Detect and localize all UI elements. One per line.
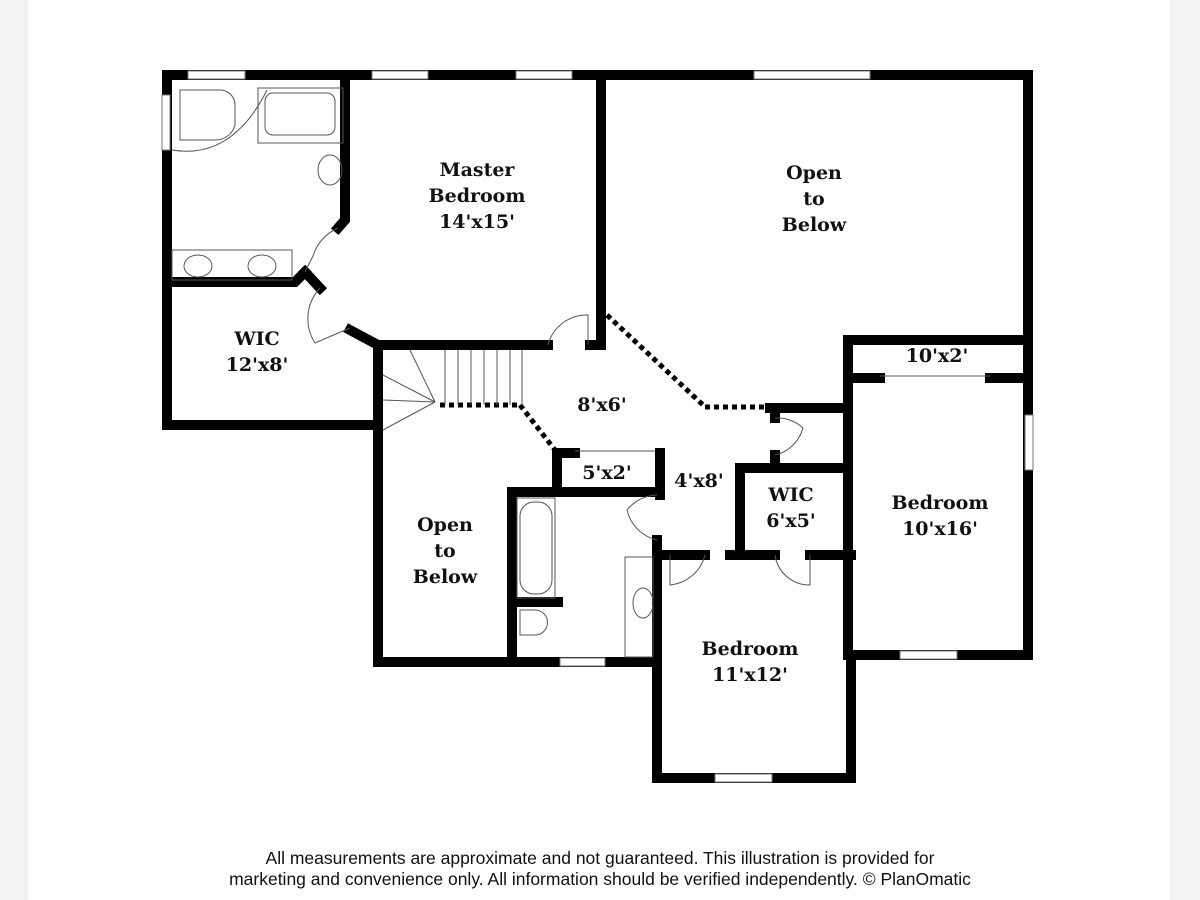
room-name: Master xyxy=(439,159,515,181)
sink-icon xyxy=(247,254,277,278)
room-name: to xyxy=(434,540,456,562)
railings xyxy=(440,313,770,452)
room-size: 14'x15' xyxy=(439,211,515,233)
bathtub-icon xyxy=(516,497,556,599)
window xyxy=(371,70,429,80)
room-label-hall: 4'x8' xyxy=(674,468,723,494)
window xyxy=(714,773,773,783)
sink-icon xyxy=(183,254,213,278)
room-size: 6'x5' xyxy=(766,510,816,532)
door-icon xyxy=(307,287,351,344)
room-label-bedroom: Bedroom 10'x16' xyxy=(892,490,989,542)
window xyxy=(899,650,958,660)
vanity xyxy=(171,249,293,281)
door-icon xyxy=(304,227,339,273)
room-size: 10'x16' xyxy=(902,518,978,540)
door-icon xyxy=(547,314,589,346)
shower-icon xyxy=(257,87,344,144)
sink-icon xyxy=(632,587,654,619)
door-icon xyxy=(774,417,804,456)
tub-icon xyxy=(179,89,236,141)
room-name: WIC xyxy=(768,484,814,506)
door-icon xyxy=(626,494,658,541)
room-label-wic: WIC 6'x5' xyxy=(766,482,815,534)
room-size: 12'x8' xyxy=(225,354,289,376)
room-size: 8'x6' xyxy=(577,394,627,416)
fixtures xyxy=(171,87,990,658)
window xyxy=(1024,414,1034,471)
door-icon xyxy=(669,554,706,586)
room-name: to xyxy=(803,188,825,210)
window xyxy=(187,70,246,80)
room-label-wic: WIC 12'x8' xyxy=(226,326,289,378)
window xyxy=(515,70,573,80)
room-name: Bedroom xyxy=(891,492,989,514)
room-label-hall: 8'x6' xyxy=(577,392,626,418)
room-name: Below xyxy=(781,214,847,236)
disclaimer-line: All measurements are approximate and not… xyxy=(265,848,935,868)
window xyxy=(559,657,606,667)
room-name: Open xyxy=(786,162,842,184)
toilet-icon xyxy=(519,609,548,636)
vanity xyxy=(624,556,654,658)
room-size: 5'x2' xyxy=(582,462,632,484)
room-name: WIC xyxy=(234,328,280,350)
wall-left xyxy=(162,70,383,430)
room-name: Bedroom xyxy=(428,185,526,207)
room-size: 4'x8' xyxy=(674,470,724,492)
toilet-icon xyxy=(317,154,343,186)
room-size: 11'x12' xyxy=(712,664,788,686)
disclaimer-line: marketing and convenience only. All info… xyxy=(229,869,971,889)
stairs-icon xyxy=(382,349,523,431)
room-label-closet: 10'x2' xyxy=(906,343,969,369)
window xyxy=(161,94,171,151)
room-name: Bedroom xyxy=(701,638,799,660)
door-icon xyxy=(774,554,811,586)
disclaimer: All measurements are approximate and not… xyxy=(0,848,1200,890)
windows xyxy=(161,70,1034,783)
room-label-open-to-below: Open to Below xyxy=(413,512,477,590)
room-label-master-bedroom: Master Bedroom 14'x15' xyxy=(429,157,526,235)
room-label-bedroom: Bedroom 11'x12' xyxy=(702,636,799,688)
room-name: Below xyxy=(412,566,478,588)
room-label-open-to-below: Open to Below xyxy=(782,160,846,238)
walls xyxy=(162,70,1033,783)
room-label-closet: 5'x2' xyxy=(582,460,631,486)
window xyxy=(753,70,871,80)
room-size: 10'x2' xyxy=(905,345,969,367)
room-name: Open xyxy=(417,514,473,536)
